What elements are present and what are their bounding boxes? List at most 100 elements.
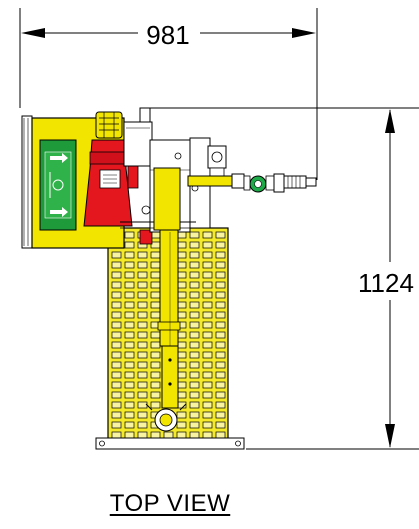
grating-cell xyxy=(124,261,135,269)
grating-cell xyxy=(137,411,148,419)
grating-cell xyxy=(215,281,226,289)
grating-cell xyxy=(137,381,148,389)
base-plate xyxy=(95,437,245,450)
grating-cell xyxy=(215,271,226,279)
grating-cell xyxy=(111,271,122,279)
grating-cell xyxy=(111,361,122,369)
grating-cell xyxy=(202,381,213,389)
grating-cell xyxy=(137,291,148,299)
grating-cell xyxy=(111,391,122,399)
grating-cell xyxy=(111,341,122,349)
grating-cell xyxy=(215,361,226,369)
arrowhead-top xyxy=(385,109,395,133)
grating-cell xyxy=(137,371,148,379)
grating-cell xyxy=(189,321,200,329)
grating-cell xyxy=(137,311,148,319)
grating-cell xyxy=(111,261,122,269)
grating-cell xyxy=(189,421,200,429)
grating-cell xyxy=(202,421,213,429)
grating-cell xyxy=(150,281,161,289)
grating-cell xyxy=(189,411,200,419)
grating-cell xyxy=(189,301,200,309)
grating-cell xyxy=(215,391,226,399)
supply-pipe xyxy=(187,173,317,193)
grating-cell xyxy=(124,371,135,379)
grating-cell xyxy=(202,321,213,329)
grating-cell xyxy=(150,251,161,259)
grating-cell xyxy=(215,411,226,419)
anchor-hole xyxy=(235,440,241,447)
grating-cell xyxy=(202,361,213,369)
grating-cell xyxy=(137,431,148,439)
grating-cell xyxy=(150,301,161,309)
grating-cell xyxy=(215,341,226,349)
grating-cell xyxy=(124,421,135,429)
grating-cell xyxy=(189,391,200,399)
grating-cell xyxy=(137,391,148,399)
grating-cell xyxy=(137,341,148,349)
grating-cell xyxy=(124,321,135,329)
grating-cell xyxy=(124,431,135,439)
grating-cell xyxy=(124,351,135,359)
grating-cell xyxy=(189,351,200,359)
grating-cell xyxy=(150,371,161,379)
grating-cell xyxy=(215,331,226,339)
grating-cell xyxy=(202,231,213,239)
grating-cell xyxy=(202,411,213,419)
grating-cell xyxy=(124,311,135,319)
grating-cell xyxy=(137,261,148,269)
grating-cell xyxy=(189,431,200,439)
grating-cell xyxy=(189,381,200,389)
grating-cell xyxy=(215,351,226,359)
grating-cell xyxy=(124,391,135,399)
grating-cell xyxy=(202,301,213,309)
grating-cell xyxy=(215,311,226,319)
grating-cell xyxy=(189,291,200,299)
grating-cell xyxy=(202,401,213,409)
grating-cell xyxy=(150,331,161,339)
grating-cell xyxy=(137,321,148,329)
grating-cell xyxy=(215,401,226,409)
grating-cell xyxy=(111,291,122,299)
grating-cell xyxy=(150,351,161,359)
grating-cell xyxy=(189,241,200,249)
grating-cell xyxy=(150,431,161,439)
grating-cell xyxy=(202,281,213,289)
grating-cell xyxy=(215,381,226,389)
swing-arm-pipe xyxy=(145,167,187,432)
sign-arrow-top xyxy=(50,153,68,163)
grating-cell xyxy=(137,281,148,289)
grating-cell xyxy=(150,271,161,279)
grating-cell xyxy=(124,241,135,249)
grating-cell xyxy=(215,421,226,429)
grating-cell xyxy=(150,361,161,369)
grating-cell xyxy=(111,321,122,329)
grating-cell xyxy=(111,371,122,379)
grating-cell xyxy=(189,231,200,239)
grating-cell xyxy=(124,271,135,279)
grating-cell xyxy=(137,421,148,429)
grating-cell xyxy=(176,431,187,439)
grating-cell xyxy=(202,341,213,349)
grating-cell xyxy=(202,391,213,399)
grating-cell xyxy=(137,401,148,409)
grating-cell xyxy=(150,381,161,389)
grating-cell xyxy=(163,431,174,439)
grating-cell xyxy=(189,311,200,319)
grating-cell xyxy=(189,261,200,269)
grating-cell xyxy=(124,401,135,409)
width-dimension: 981 xyxy=(19,8,318,180)
grating-cell xyxy=(124,231,135,239)
sign-arrow-bottom xyxy=(50,207,68,217)
grating-cell xyxy=(189,331,200,339)
grating-cell xyxy=(189,401,200,409)
grating-cell xyxy=(189,361,200,369)
grating-cell xyxy=(124,301,135,309)
grating-cell xyxy=(137,301,148,309)
grating-cell xyxy=(124,281,135,289)
grating-cell xyxy=(215,231,226,239)
grating-cell xyxy=(215,261,226,269)
grating-cell xyxy=(111,351,122,359)
grating-cell xyxy=(111,311,122,319)
